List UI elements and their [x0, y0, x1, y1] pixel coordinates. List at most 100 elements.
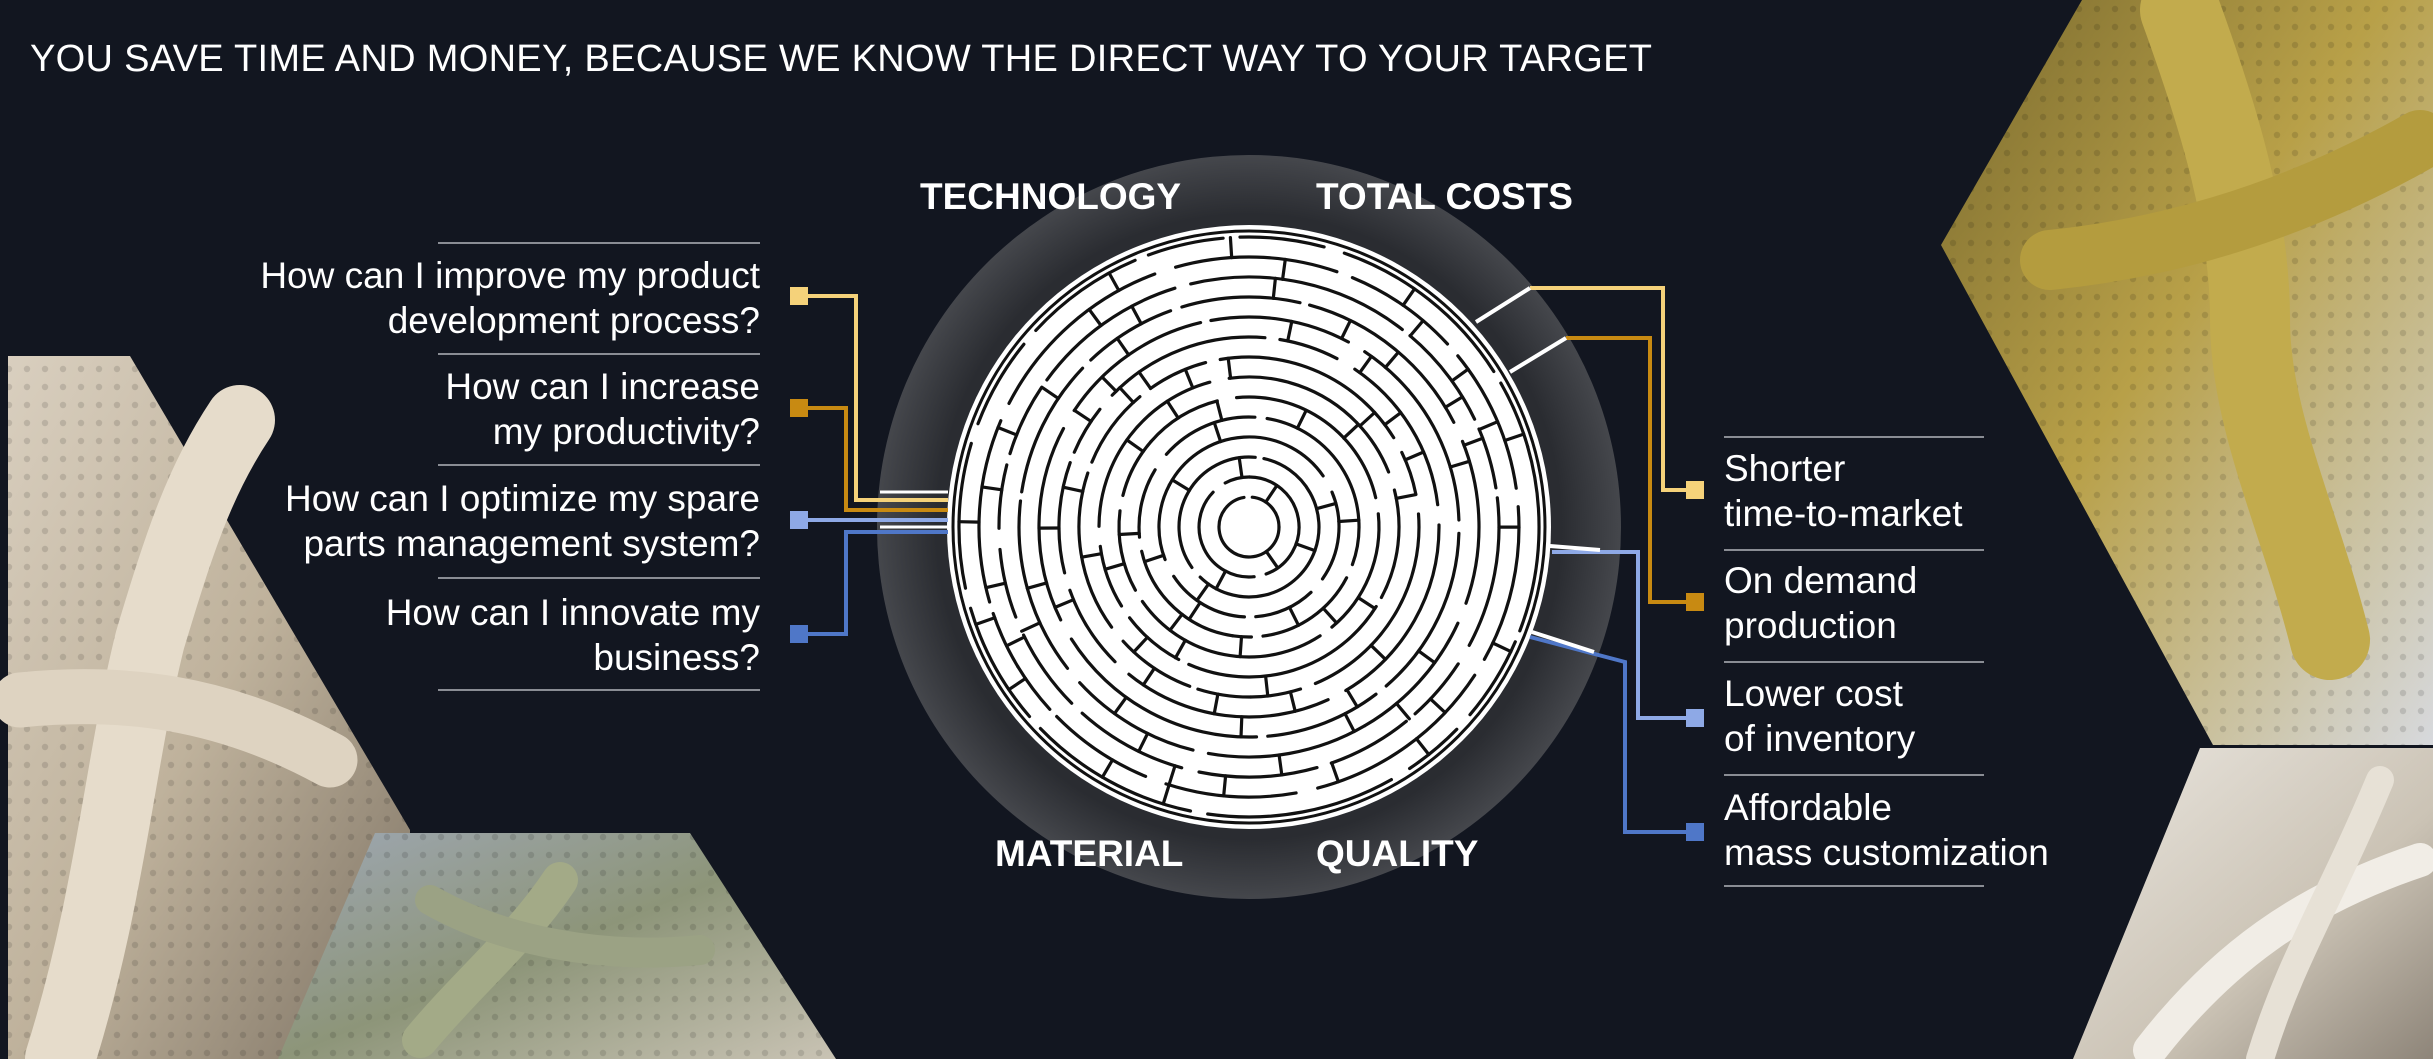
page-title: YOU SAVE TIME AND MONEY, BECAUSE WE KNOW…	[30, 38, 1653, 80]
maze-wall	[1196, 687, 1253, 699]
maze-wall	[1020, 621, 1042, 633]
maze-wall	[1112, 695, 1128, 716]
benefit-dividers	[1724, 436, 1984, 887]
benefit-line: Shorter	[1724, 448, 1846, 489]
maze-wall	[1394, 493, 1418, 500]
maze-wall	[1337, 518, 1361, 524]
maze-wall	[1313, 512, 1421, 686]
maze-wall	[1172, 574, 1246, 619]
maze-wall	[1100, 375, 1118, 393]
question-line: How can I improve my product	[260, 255, 760, 296]
maze-wall	[1130, 304, 1143, 326]
maze-wall	[1408, 319, 1425, 338]
maze-wall	[1254, 590, 1313, 619]
maze-wall	[1180, 295, 1302, 309]
maze-wall	[1358, 354, 1373, 375]
question-line: How can I increase	[445, 366, 760, 407]
maze-wall	[1343, 712, 1356, 734]
maze-wall	[1237, 456, 1244, 480]
question-markers	[790, 287, 808, 643]
maze-wall	[1384, 531, 1461, 688]
maze-wall	[1383, 411, 1403, 427]
maze-wall	[1057, 461, 1072, 575]
maze-wall	[1467, 496, 1501, 647]
question-item-spare-parts: How can I optimize my spare parts manage…	[240, 476, 760, 566]
maze-wall	[1045, 286, 1177, 382]
benefit-markers	[1686, 481, 1704, 841]
maze-wall	[1417, 649, 1437, 665]
maze-wall	[1141, 666, 1156, 687]
maze-wall	[1100, 758, 1115, 779]
maze-wall	[1195, 582, 1211, 602]
maze-wall	[1078, 681, 1195, 752]
maze-wall	[1353, 367, 1440, 507]
maze-wall	[1222, 774, 1228, 798]
maze-wall	[1097, 380, 1212, 528]
maze-circle	[947, 225, 1551, 829]
maze-wall	[1090, 395, 1142, 464]
maze-wall	[1363, 350, 1410, 392]
maze-wall	[1038, 726, 1193, 813]
maze-wall	[1173, 638, 1187, 660]
question-line: How can I innovate my	[385, 592, 760, 633]
maze-wall	[1017, 499, 1070, 670]
ring-label-total-costs: TOTAL COSTS	[1316, 176, 1573, 217]
maze-wall	[1249, 687, 1303, 699]
maze-wall	[1406, 388, 1461, 522]
maze-wall	[1499, 381, 1530, 448]
maze-wall	[1087, 307, 1103, 328]
maze-wall	[1127, 672, 1330, 719]
maze-wall	[1408, 334, 1452, 380]
maze-wall	[1295, 408, 1308, 430]
maze-wall	[1250, 495, 1281, 529]
maze-wall	[1264, 549, 1280, 570]
lattice-photo-white-bottom-right	[2073, 748, 2433, 1059]
maze-wall	[1212, 421, 1223, 444]
maze-wall	[1140, 599, 1322, 659]
maze-wall	[1165, 399, 1180, 420]
maze-wall	[1217, 495, 1281, 559]
maze-wall	[1167, 435, 1325, 487]
maze-wall	[1468, 640, 1517, 717]
maze-wall	[1016, 665, 1052, 711]
maze-wall	[1025, 581, 1049, 590]
maze-wall	[1450, 367, 1470, 383]
maze-wall	[1215, 399, 1224, 422]
maze-wall	[984, 581, 1007, 590]
maze-wall	[1110, 335, 1267, 397]
maze-wall	[1403, 450, 1426, 462]
maze-wall	[1107, 271, 1121, 293]
maze-wall	[1277, 753, 1284, 777]
benefit-line: Lower cost	[1724, 673, 1903, 714]
maze-wall	[1330, 512, 1381, 629]
maze-wall	[1161, 783, 1171, 806]
maze-wall	[1227, 375, 1359, 425]
maze-wall	[1340, 319, 1352, 341]
maze-wall	[1248, 475, 1301, 576]
maze-wall	[1321, 606, 1339, 625]
question-item-innovate: How can I innovate my business?	[240, 590, 760, 680]
maze-wall	[1316, 673, 1477, 790]
maze-wall	[1118, 386, 1135, 404]
maze-wall	[1271, 276, 1277, 300]
maze-wall	[1344, 523, 1441, 693]
question-line: my productivity?	[492, 411, 760, 452]
maze-wall	[1167, 764, 1177, 787]
maze-wall	[1189, 275, 1404, 332]
maze-wall	[1238, 235, 1326, 249]
maze-wall	[1148, 361, 1208, 391]
maze-wall	[1206, 724, 1367, 759]
maze-wall	[1401, 287, 1417, 307]
maze-wall	[1177, 455, 1257, 570]
maze-wall	[1197, 490, 1256, 579]
benefit-line: of inventory	[1724, 718, 1916, 759]
maze-wall	[1143, 553, 1166, 564]
maze-wall	[1456, 354, 1518, 490]
maze-wall	[1294, 542, 1317, 553]
question-line: How can I optimize my spare	[284, 478, 760, 519]
maze-wall	[1264, 483, 1279, 504]
maze-wall	[1265, 416, 1361, 567]
maze-wall	[1137, 468, 1157, 539]
maze-wall	[1518, 444, 1541, 633]
